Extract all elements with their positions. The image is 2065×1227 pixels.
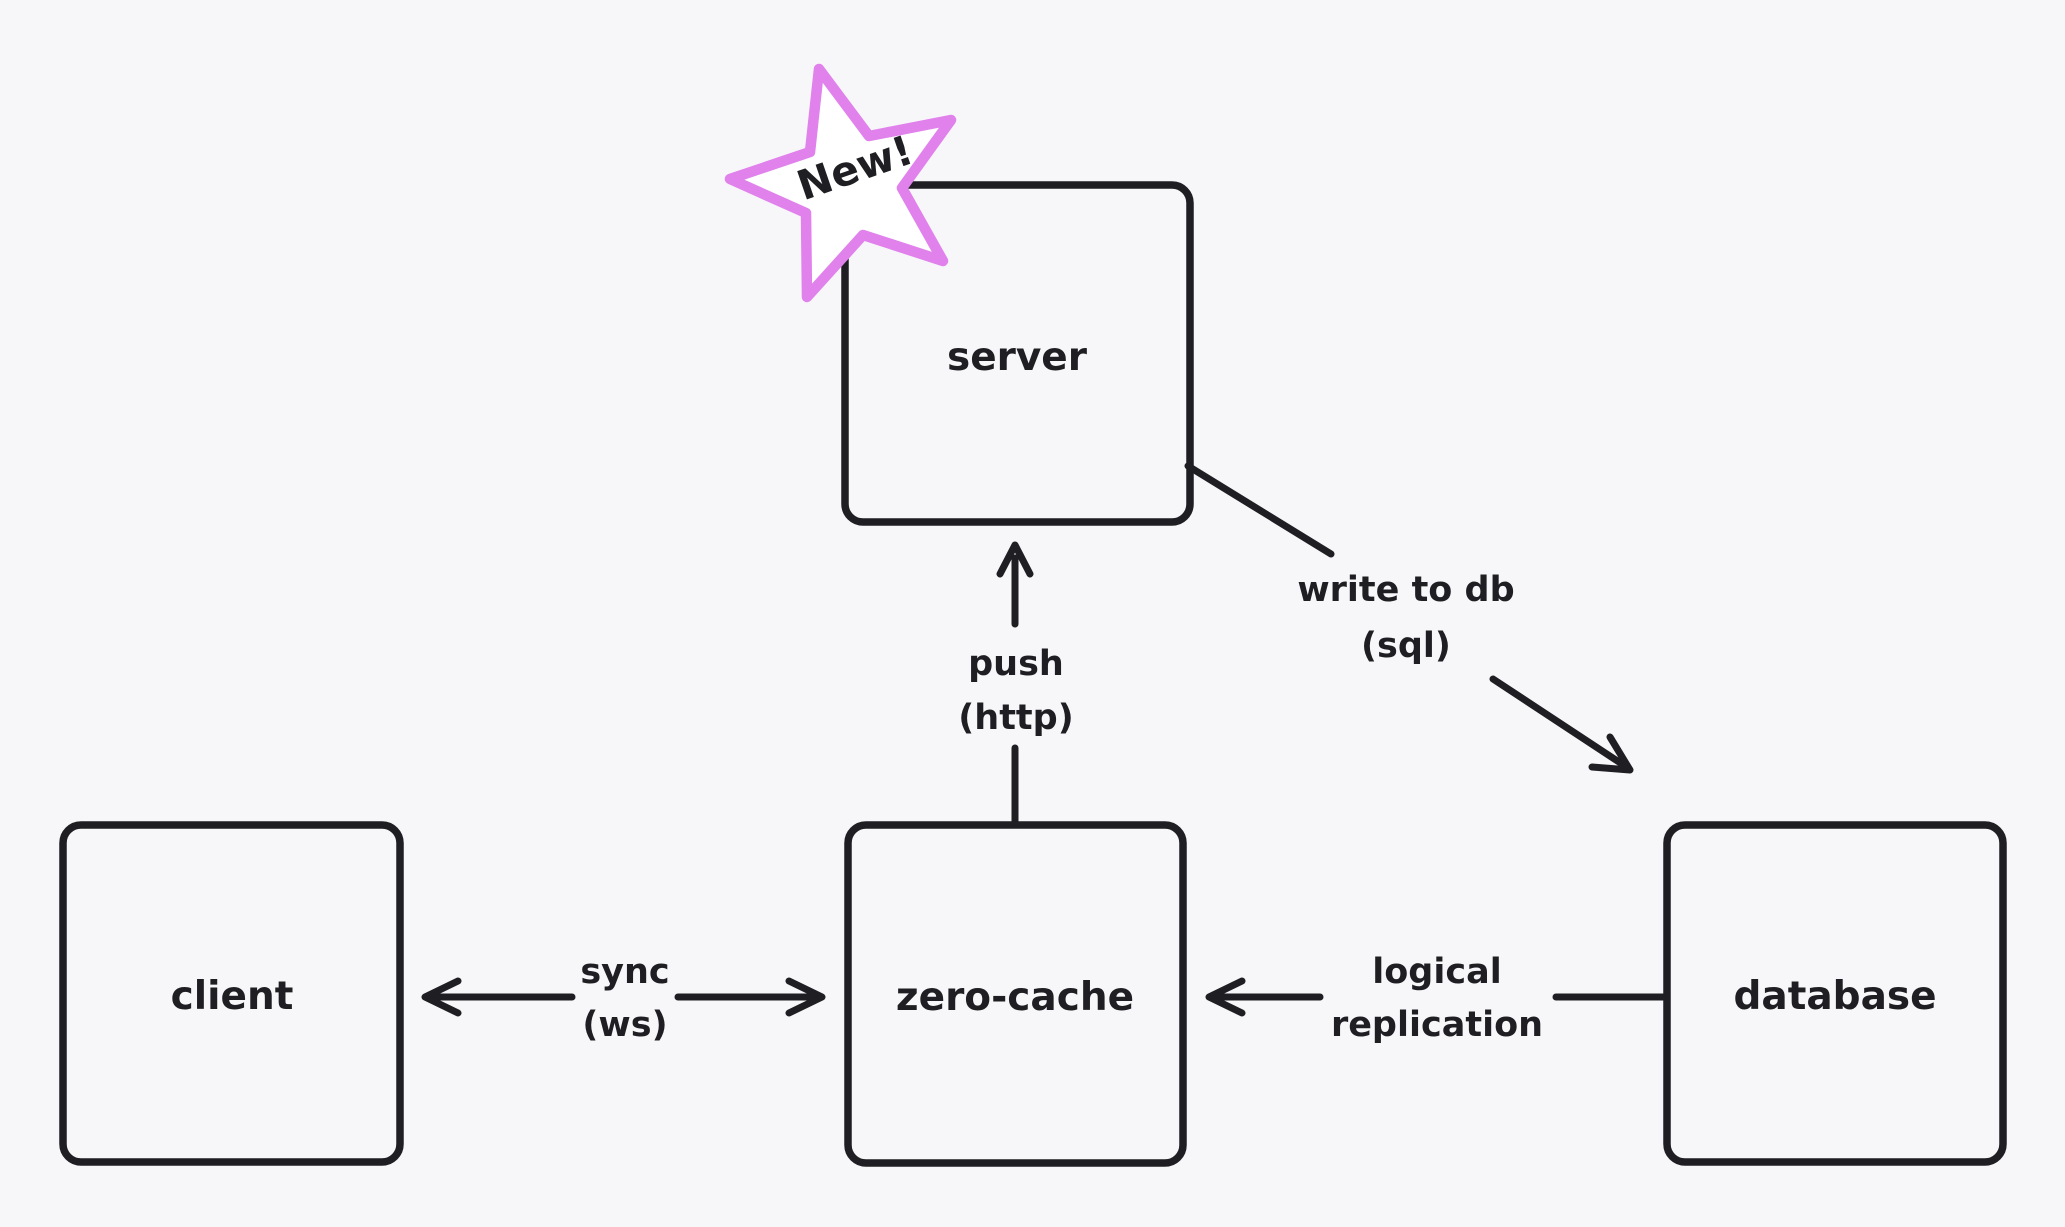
client-node-box [59, 821, 404, 1166]
new-badge: New! [724, 63, 957, 303]
write-to-db-arrow: write to db (sql) [1184, 462, 1634, 774]
sync-label-line1: sync [580, 952, 669, 992]
arrowhead-down-right-icon [1588, 733, 1634, 774]
arrowhead-right-icon [785, 977, 826, 1017]
star-icon [724, 63, 957, 303]
push-arrow-label-line2: (http) [958, 698, 1073, 738]
write-to-db-line-upper [1184, 462, 1335, 558]
database-node-box [1663, 821, 2007, 1166]
push-arrow: push (http) [958, 541, 1074, 828]
zero-cache-node-label: zero-cache [896, 975, 1134, 1020]
logical-replication-label-line1: logical [1372, 952, 1501, 992]
arrowhead-left-icon [1205, 977, 1246, 1017]
write-to-db-label-line1: write to db [1297, 570, 1514, 610]
arrowhead-left-icon [421, 977, 462, 1017]
client-node-label: client [171, 974, 294, 1019]
logical-replication-arrow: logical replication [1205, 952, 1670, 1045]
server-node-label: server [947, 335, 1088, 380]
logical-replication-label-line2: replication [1331, 1005, 1543, 1045]
write-to-db-label-line2: (sql) [1361, 626, 1451, 666]
sync-arrow: sync (ws) [421, 952, 826, 1045]
arrowhead-up-icon [996, 541, 1034, 578]
sync-label-line2: (ws) [582, 1005, 667, 1045]
server-node-box [841, 181, 1194, 526]
database-node-label: database [1733, 974, 1936, 1019]
push-arrow-label-line1: push [968, 644, 1064, 684]
write-to-db-line-lower [1489, 675, 1626, 768]
